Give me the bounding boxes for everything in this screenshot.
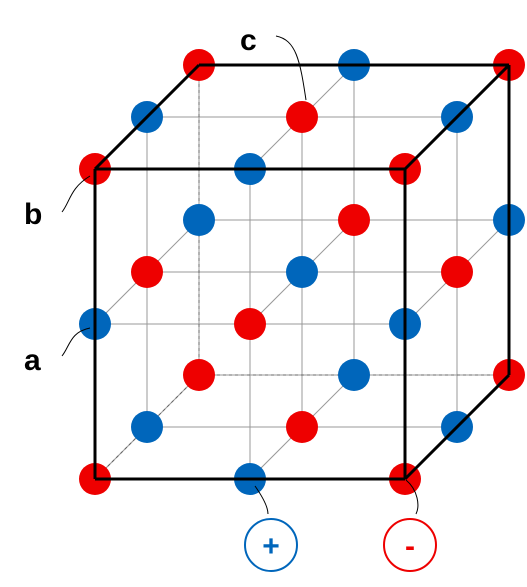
cation-ion [131, 411, 163, 443]
anion-ion [441, 256, 473, 288]
label-a: a [24, 344, 41, 377]
cube-edge [93, 63, 201, 171]
leader-line-c [275, 35, 307, 101]
anion-ion [286, 411, 318, 443]
cation-ion [286, 256, 318, 288]
anion-legend-circle [383, 518, 437, 572]
cation-legend-circle [244, 518, 298, 572]
label-c: c [240, 24, 257, 57]
anion-legend-symbol: - [405, 530, 415, 563]
anion-ion [131, 256, 163, 288]
leader-line-cation [254, 485, 269, 515]
legend-anion: - [383, 518, 437, 572]
visible-cube-edges [93, 63, 511, 481]
anion-ion [183, 359, 215, 391]
leader-line-a [61, 327, 91, 357]
label-b: b [24, 198, 42, 231]
legend-cation: + [244, 518, 298, 572]
cation-ion [183, 204, 215, 236]
cube-edge [403, 63, 511, 171]
cation-ion [338, 359, 370, 391]
cation-legend-symbol: + [262, 530, 280, 563]
anion-ion [338, 204, 370, 236]
leader-line-b [61, 175, 91, 213]
leader-line-anion [405, 479, 419, 515]
anion-ion [234, 308, 266, 340]
anion-ion [286, 101, 318, 133]
cube-edge [403, 373, 511, 481]
